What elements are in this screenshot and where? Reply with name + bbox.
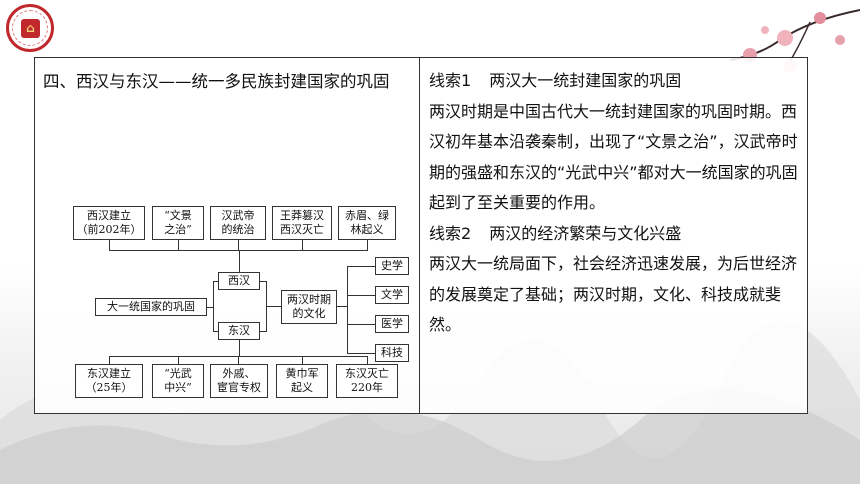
box-text: 起义 (291, 381, 313, 394)
diagram-box-east-han-founded: 东汉建立 （25年） (75, 364, 143, 398)
ink-mountains-background (0, 321, 860, 484)
connector-line (109, 356, 110, 364)
right-column: 线索1 两汉大一统封建国家的巩固 两汉时期是中国古代大一统封建国家的巩固时期。西汉… (429, 66, 801, 341)
han-dynasty-diagram: 西汉建立 （前202年） “文景 之治” 汉武帝 的统治 王莽篡汉 西汉灭亡 赤… (73, 198, 413, 414)
diagram-box-medicine: 医学 (375, 315, 409, 333)
connector-line (213, 331, 218, 332)
box-text: 汉武帝 (221, 209, 255, 222)
box-text: （25年） (85, 381, 133, 394)
connector-line (260, 281, 266, 282)
clue-1-number: 线索1 (429, 71, 472, 90)
content-card: 四、西汉与东汉——统一多民族封建国家的巩固 西汉建立 （前202年） “文景 之… (34, 57, 808, 414)
diagram-box-west-han-founded: 西汉建立 （前202年） (73, 206, 145, 240)
diagram-box-culture: 两汉时期 的文化 (281, 290, 337, 324)
connector-line (347, 295, 375, 296)
connector-line (238, 240, 239, 250)
box-text: “文景 (164, 209, 192, 222)
connector-line (302, 240, 303, 250)
connector-line (238, 356, 239, 364)
clue-2-paragraph: 两汉大一统局面下，社会经济迅速发展，为后世经济的发展奠定了基础；两汉时期，文化、… (429, 254, 798, 334)
diagram-box-red-eyebrows: 赤眉、绿 林起义 (338, 206, 396, 240)
box-text: 的统治 (221, 223, 255, 236)
diagram-box-east-han-fall: 东汉灭亡 220年 (336, 364, 398, 398)
connector-line (213, 281, 214, 332)
box-text: 之治” (164, 223, 192, 236)
box-text: 王莽篡汉 (280, 209, 324, 222)
clue-1-title: 两汉大一统封建国家的巩固 (489, 71, 682, 90)
connector-line (260, 331, 266, 332)
box-text: 220年 (351, 381, 383, 394)
connector-line (239, 250, 240, 272)
school-logo: ⌂ (6, 4, 54, 52)
connector-line (207, 307, 213, 308)
connector-line (239, 340, 240, 356)
connector-line (367, 240, 368, 250)
box-text: 西汉灭亡 (280, 223, 324, 236)
box-text: 黄巾军 (285, 367, 319, 380)
box-text: 两汉时期 (287, 293, 331, 306)
diagram-box-emperor-wu: 汉武帝 的统治 (210, 206, 266, 240)
diagram-box-guangwu: “光武 中兴” (152, 364, 204, 398)
connector-line (178, 240, 179, 250)
connector-line (337, 306, 347, 307)
diagram-box-wang-mang: 王莽篡汉 西汉灭亡 (272, 206, 332, 240)
diagram-box-eunuchs: 外戚、 宦官专权 (210, 364, 268, 398)
diagram-box-unification: 大一统国家的巩固 (95, 298, 207, 316)
box-text: 赤眉、绿 (345, 209, 389, 222)
diagram-box-history: 史学 (375, 257, 409, 275)
box-text: 宦官专权 (217, 381, 261, 394)
box-text: （前202年） (76, 223, 142, 236)
box-text: 东汉建立 (87, 367, 131, 380)
clue-1-paragraph: 两汉时期是中国古代大一统封建国家的巩固时期。西汉初年基本沿袭秦制，出现了“文景之… (429, 101, 798, 213)
diagram-box-yellow-turban: 黄巾军 起义 (276, 364, 328, 398)
connector-line (347, 324, 375, 325)
connector-line (178, 356, 179, 364)
diagram-box-technology: 科技 (375, 344, 409, 362)
clue-2-number: 线索2 (429, 223, 472, 243)
box-text: 中兴” (164, 381, 192, 394)
box-text: 东汉灭亡 (345, 367, 389, 380)
diagram-box-literature: 文学 (375, 286, 409, 304)
box-text: 外戚、 (222, 367, 256, 380)
connector-line (347, 353, 375, 354)
logo-ring (12, 10, 48, 46)
section-title: 四、西汉与东汉——统一多民族封建国家的巩固 (43, 72, 390, 91)
connector-line (213, 281, 218, 282)
box-text: 林起义 (350, 223, 384, 236)
connector-line (302, 356, 303, 364)
connector-line (109, 240, 110, 250)
column-divider (419, 58, 420, 413)
box-text: 的文化 (292, 307, 326, 320)
diagram-box-east-han: 东汉 (218, 322, 260, 340)
clue-2-title: 两汉的经济繁荣与文化兴盛 (489, 223, 682, 243)
box-text: 西汉建立 (87, 209, 131, 222)
logo-emblem-icon: ⌂ (21, 19, 40, 38)
diagram-box-west-han: 西汉 (218, 272, 260, 290)
clue-1-heading: 线索1 两汉大一统封建国家的巩固 (429, 66, 801, 97)
connector-line (347, 266, 348, 353)
box-text: “光武 (164, 367, 192, 380)
connector-line (347, 266, 375, 267)
clue-2-heading: 线索2 两汉的经济繁荣与文化兴盛 (429, 219, 801, 250)
connector-line (109, 250, 368, 251)
diagram-box-wenjing: “文景 之治” (152, 206, 204, 240)
connector-line (367, 356, 368, 364)
connector-line (266, 306, 281, 307)
